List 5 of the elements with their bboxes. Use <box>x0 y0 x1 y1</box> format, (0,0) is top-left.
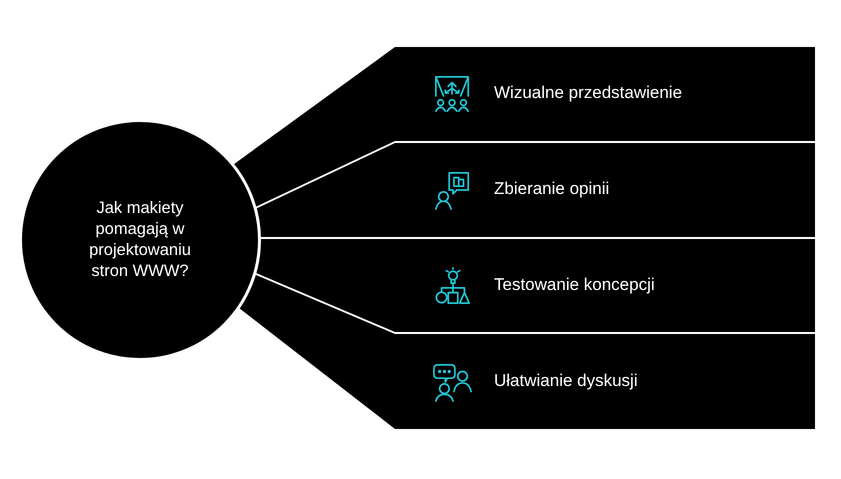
central-question: Jak makiety pomagają w projektowaniu stron WWW? <box>88 198 192 282</box>
item-label: Testowanie koncepcji <box>494 275 655 295</box>
item-label: Ułatwianie dyskusji <box>494 371 638 391</box>
item-label: Zbieranie opinii <box>494 179 610 199</box>
item-label: Wizualne przedstawienie <box>494 83 682 103</box>
